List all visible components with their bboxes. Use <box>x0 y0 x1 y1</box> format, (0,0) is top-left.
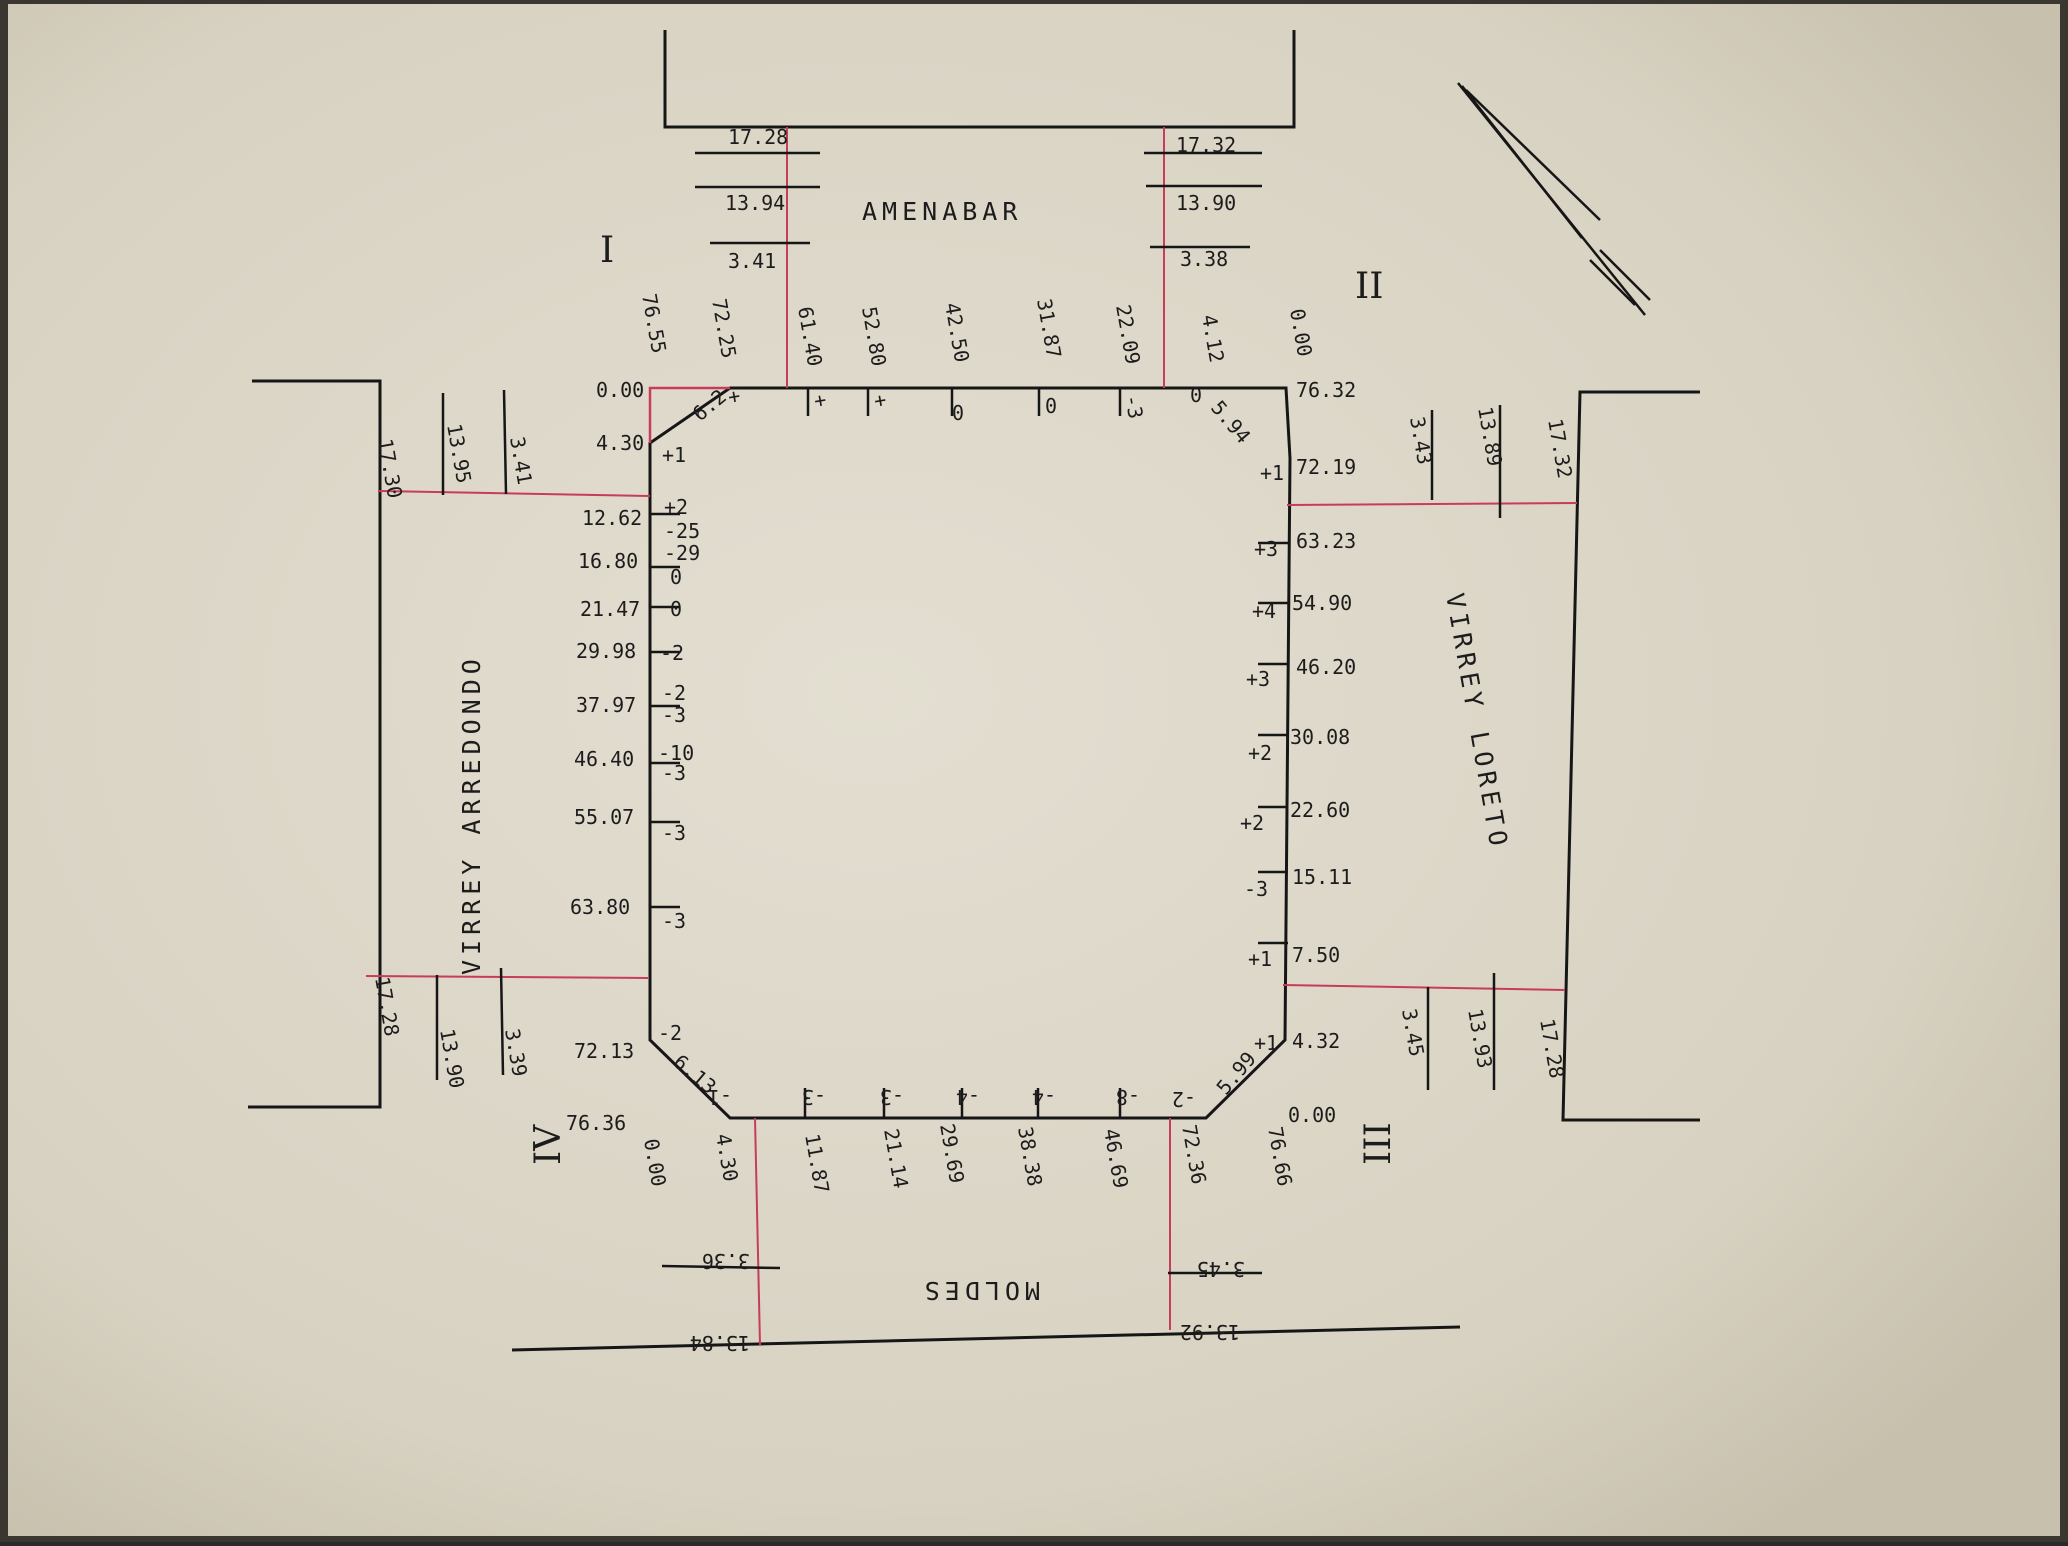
right-level-4: +3 <box>1246 667 1270 691</box>
top-level-1: + <box>722 389 748 405</box>
right-distance-2: 72.19 <box>1296 455 1356 479</box>
left-distance-10: 63.80 <box>570 895 630 919</box>
top-right-width-2: 13.90 <box>1176 191 1236 215</box>
right-distance-11: 0.00 <box>1288 1103 1336 1127</box>
right-level-7: -3 <box>1244 877 1268 901</box>
dimension-lines <box>435 151 1502 1275</box>
bottom-level-7: -2 <box>1172 1087 1196 1111</box>
right-level-5: +2 <box>1248 741 1272 765</box>
left-distance-8: 46.40 <box>574 747 634 771</box>
right-level-6: +2 <box>1240 811 1264 835</box>
left-level-10: -10 <box>658 741 694 765</box>
left-level-5: 0 <box>670 565 682 589</box>
right-distance-6: 30.08 <box>1290 725 1350 749</box>
left-distance-6: 29.98 <box>576 639 636 663</box>
north-arrow-icon <box>1457 82 1651 316</box>
right-distance-9: 7.50 <box>1292 943 1340 967</box>
right-street-boundary <box>1561 390 1700 1122</box>
right-distance-7: 22.60 <box>1290 798 1350 822</box>
top-left-width-2: 13.94 <box>725 191 785 215</box>
bottom-level-6: -8 <box>1116 1085 1140 1109</box>
street-name-top: AMENABAR <box>862 197 1022 226</box>
corner-label-iv: IV <box>528 1124 569 1165</box>
top-level-2: + <box>808 393 834 409</box>
paper-sheet <box>8 4 2060 1536</box>
left-level-1: +1 <box>662 443 686 467</box>
bottom-level-5: -4 <box>1032 1085 1056 1109</box>
corner-label-ii: II <box>1355 266 1383 307</box>
left-level-3: -25 <box>664 519 700 543</box>
bottom-level-2: -3 <box>802 1085 826 1109</box>
top-level-3: + <box>868 393 894 409</box>
top-level-6: -3 <box>1120 393 1148 421</box>
left-level-14: -2 <box>658 1021 682 1045</box>
left-level-12: -3 <box>662 821 686 845</box>
right-distance-5: 46.20 <box>1296 655 1356 679</box>
bottom-level-1: -1 <box>708 1085 732 1109</box>
bottom-left-width-1: 3.36 <box>702 1249 750 1273</box>
bottom-level-3: -3 <box>880 1085 904 1109</box>
top-left-width-3: 3.41 <box>728 249 776 273</box>
left-level-11: -3 <box>662 761 686 785</box>
top-level-7: 0 <box>1190 383 1202 407</box>
left-distance-9: 55.07 <box>574 805 634 829</box>
block-red-corner <box>648 386 730 443</box>
left-distance-12: 76.36 <box>566 1111 626 1135</box>
street-boundaries <box>248 30 1700 1352</box>
left-level-7: -2 <box>660 641 684 665</box>
right-level-3: +4 <box>1252 599 1276 623</box>
left-distance-11: 72.13 <box>574 1039 634 1063</box>
right-level-8: +1 <box>1248 947 1272 971</box>
right-distance-1: 76.32 <box>1296 378 1356 402</box>
left-distance-7: 37.97 <box>576 693 636 717</box>
bottom-right-width-2: 13.92 <box>1180 1320 1240 1344</box>
top-level-5: 0 <box>1045 394 1057 418</box>
red-extension-lines <box>365 127 1578 1346</box>
top-left-width-1: 17.28 <box>728 125 788 149</box>
edge-ticks <box>650 388 1288 1118</box>
right-distance-8: 15.11 <box>1292 865 1352 889</box>
left-distance-4: 16.80 <box>578 549 638 573</box>
left-level-13: -3 <box>662 909 686 933</box>
left-level-6: 0 <box>670 597 682 621</box>
top-street-boundary <box>663 30 1296 129</box>
right-distance-10: 4.32 <box>1292 1029 1340 1053</box>
left-distance-5: 21.47 <box>580 597 640 621</box>
right-level-2: +3 <box>1254 537 1278 561</box>
bottom-level-4: -4 <box>956 1085 980 1109</box>
right-level-9: +1 <box>1254 1031 1278 1055</box>
top-right-width-1: 17.32 <box>1176 133 1236 157</box>
bottom-left-width-2: 13.84 <box>690 1331 750 1355</box>
street-name-bottom: MOLDES <box>920 1276 1040 1305</box>
left-distance-2: 4.30 <box>596 431 644 455</box>
left-level-2: +2 <box>664 495 688 519</box>
right-distance-3: 63.23 <box>1296 529 1356 553</box>
bottom-right-width-1: 3.45 <box>1197 1257 1245 1281</box>
left-level-9: -3 <box>662 703 686 727</box>
left-level-4: -29 <box>664 541 700 565</box>
left-distance-1: 0.00 <box>596 378 644 402</box>
right-level-1: +1 <box>1260 461 1284 485</box>
block-outline <box>648 386 1292 1120</box>
top-right-width-3: 3.38 <box>1180 247 1228 271</box>
top-level-4: 0 <box>952 401 964 425</box>
corner-label-iii: III <box>1358 1122 1399 1165</box>
left-level-8: -2 <box>662 681 686 705</box>
right-distance-4: 54.90 <box>1292 591 1352 615</box>
bottom-street-boundary <box>511 1325 1461 1352</box>
street-name-left: VIRREY ARREDONDO <box>457 654 486 975</box>
left-street-boundary <box>248 379 382 1109</box>
corner-label-i: I <box>600 230 614 271</box>
left-distance-3: 12.62 <box>582 506 642 530</box>
